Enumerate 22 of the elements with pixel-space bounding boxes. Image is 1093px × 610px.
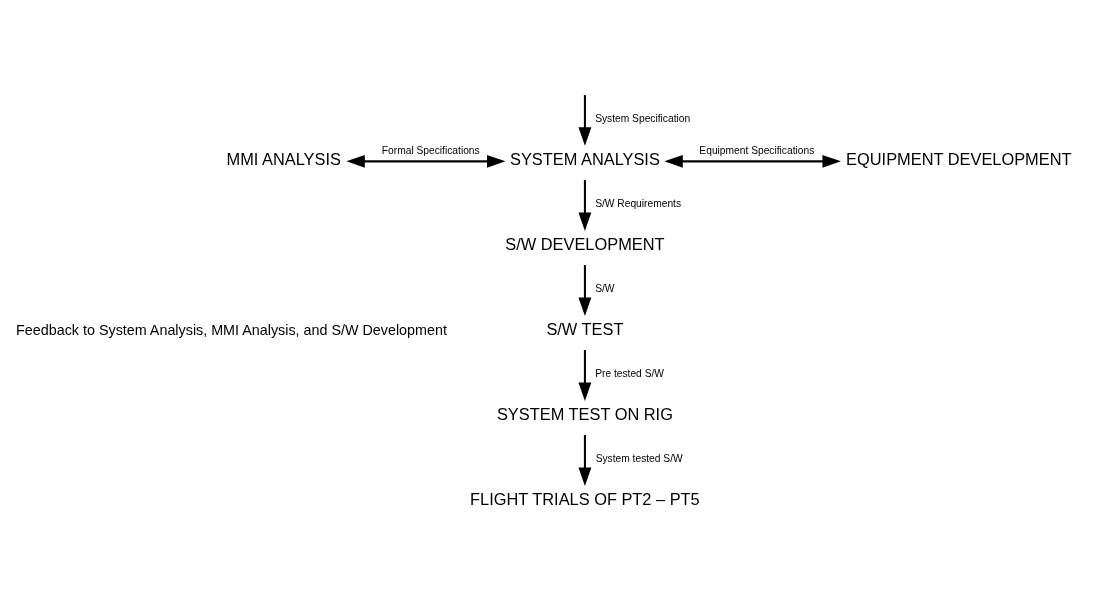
edge-label: Formal Specifications	[381, 144, 480, 156]
node-text: SYSTEM ANALYSIS	[509, 149, 660, 168]
arrow	[578, 434, 592, 486]
node-text: SYSTEM TEST ON RIG	[496, 404, 673, 423]
node-text: S/W DEVELOPMENT	[505, 234, 665, 253]
arrow	[578, 264, 592, 316]
arrow	[578, 179, 592, 231]
edge-label: Equipment Specifications	[699, 144, 815, 156]
node-text: S/W TEST	[546, 319, 624, 338]
edge-label: System tested S/W	[595, 452, 683, 464]
arrow	[578, 349, 592, 401]
arrow	[346, 154, 506, 168]
edge-label: System Specification	[595, 112, 691, 124]
edge-label: Pre tested S/W	[595, 367, 664, 379]
label: Feedback to System Analysis, MMI Analysis, and S/W Development	[16, 321, 447, 338]
arrow	[578, 94, 592, 146]
node-text: EQUIPMENT DEVELOPMENT	[846, 149, 1072, 168]
arrow	[664, 154, 841, 168]
node-text: FLIGHT TRIALS OF PT2 – PT5	[470, 489, 700, 508]
edge-label: S/W	[595, 282, 615, 294]
node-text: MMI ANALYSIS	[226, 149, 341, 168]
edge-label: S/W Requirements	[595, 197, 682, 209]
